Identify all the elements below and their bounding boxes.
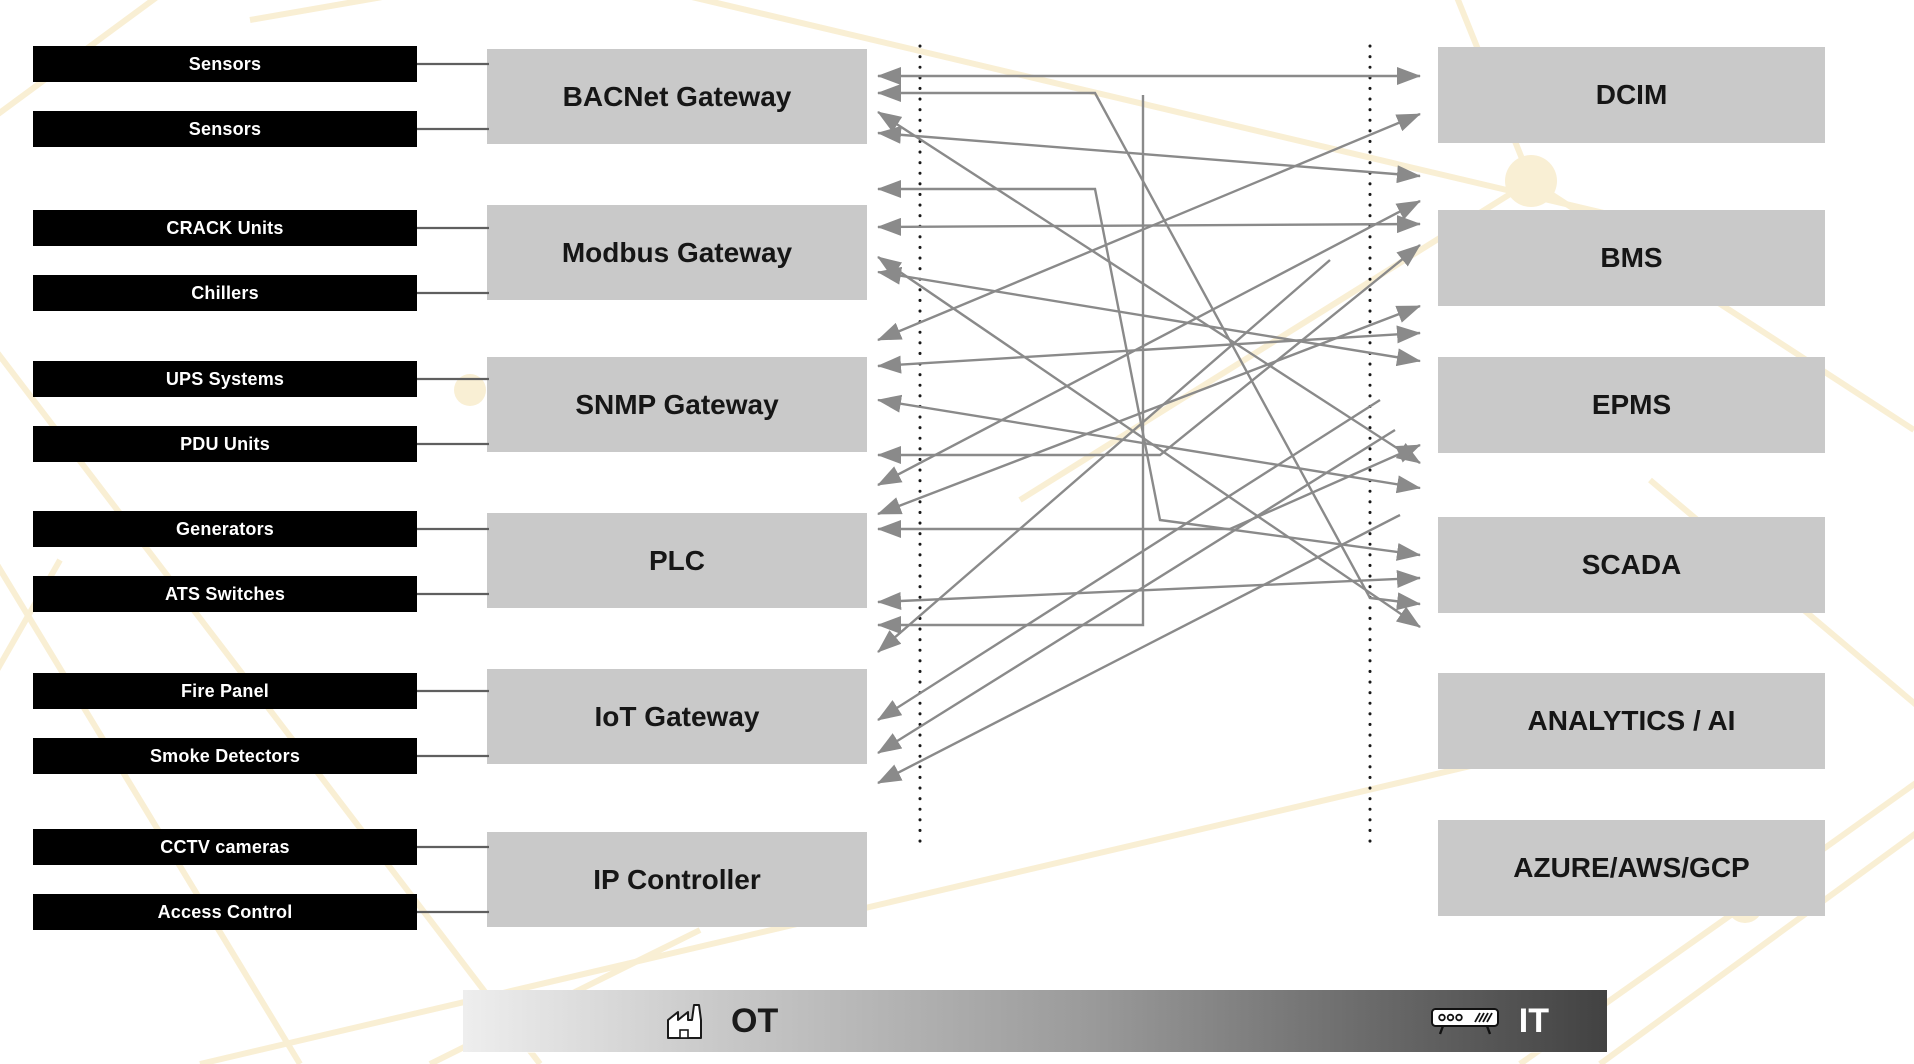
gateway-box-plc: PLC: [487, 513, 867, 608]
it-label: IT: [1518, 1002, 1549, 1040]
router-icon: [1430, 1008, 1499, 1035]
connection-arrow-19: [877, 398, 1381, 722]
connection-arrow-18: [877, 259, 1331, 653]
system-box-analytics-ai: ANALYTICS / AI: [1438, 673, 1825, 769]
ot-label: OT: [731, 1002, 779, 1040]
connection-arrow-17: [877, 95, 1145, 634]
gateway-box-snmp-gateway: SNMP Gateway: [487, 357, 867, 452]
ot-it-spectrum-bar: OT IT: [463, 990, 1607, 1052]
connection-arrow-8: [877, 266, 1421, 367]
device-box-access-control: Access Control: [33, 894, 417, 930]
device-gateway-links: [417, 62, 489, 914]
connection-arrow-15: [877, 443, 1421, 538]
device-box-fire-panel: Fire Panel: [33, 673, 417, 709]
system-box-azure-aws-gcp: AZURE/AWS/GCP: [1438, 820, 1825, 916]
gateway-box-modbus-gateway: Modbus Gateway: [487, 205, 867, 300]
gateway-box-iot-gateway: IoT Gateway: [487, 669, 867, 764]
device-box-ups-systems: UPS Systems: [33, 361, 417, 397]
device-box-generators: Generators: [33, 511, 417, 547]
device-box-pdu-units: PDU Units: [33, 426, 417, 462]
device-box-sensors-1: Sensors: [33, 46, 417, 82]
device-box-crack-units: CRACK Units: [33, 210, 417, 246]
device-box-chillers: Chillers: [33, 275, 417, 311]
connection-arrow-16: [877, 570, 1421, 610]
connection-arrow-21: [877, 513, 1401, 785]
factory-icon: [667, 1004, 702, 1039]
connection-arrow-4: [877, 125, 1421, 184]
system-box-epms: EPMS: [1438, 357, 1825, 453]
system-box-bms: BMS: [1438, 210, 1825, 306]
ot-zone: OT: [663, 990, 778, 1052]
system-box-dcim: DCIM: [1438, 47, 1825, 143]
gateway-system-arrows: [877, 67, 1421, 785]
system-box-scada: SCADA: [1438, 517, 1825, 613]
gateway-box-ip-controller: IP Controller: [487, 832, 867, 927]
device-box-sensors-2: Sensors: [33, 111, 417, 147]
device-box-ats-switches: ATS Switches: [33, 576, 417, 612]
device-box-cctv-cameras: CCTV cameras: [33, 829, 417, 865]
device-box-smoke-detectors: Smoke Detectors: [33, 738, 417, 774]
connection-arrow-20: [877, 428, 1396, 755]
connection-arrow-11: [877, 394, 1421, 494]
gateway-box-bacnet-gateway: BACNet Gateway: [487, 49, 867, 144]
it-zone: IT: [1429, 990, 1549, 1052]
